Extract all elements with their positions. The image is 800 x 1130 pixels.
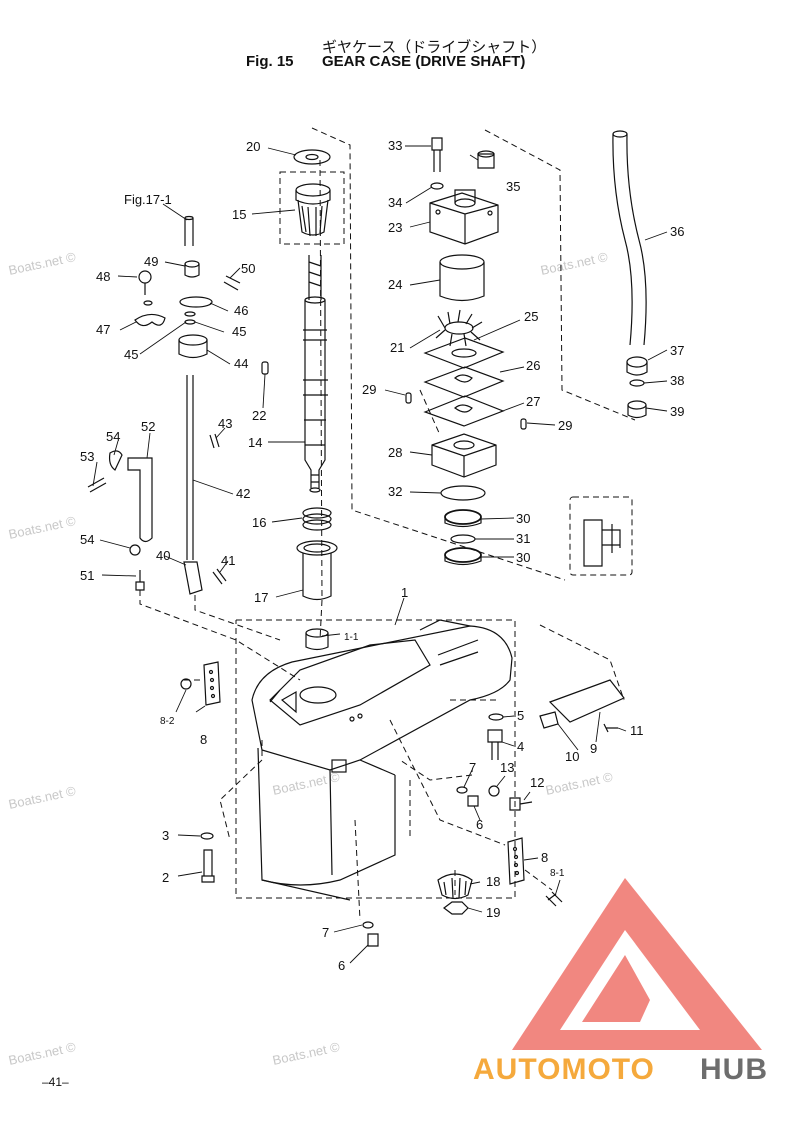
callout-44: 44: [234, 356, 248, 371]
gear-case-body: [251, 619, 513, 901]
callout-38: 38: [670, 373, 684, 388]
callout-27: 27: [526, 394, 540, 409]
callout-45: 45: [232, 324, 246, 339]
logo-text-hub: HUB: [700, 1053, 768, 1086]
logo-text-automoto: AUTOMOTO: [473, 1053, 655, 1086]
callout-11: 11: [630, 723, 644, 738]
callout-42: 42: [236, 486, 250, 501]
callout-32: 32: [388, 484, 402, 499]
callout-51: 51: [80, 568, 94, 583]
driveshaft-group: [261, 149, 338, 651]
callout-10: 10: [565, 749, 579, 764]
ref-1-1: 1-1: [344, 632, 359, 643]
callout-labels: 1 2 3 4 5 6 6 7 7 8 8 9 10 11 12 13 14 1…: [80, 138, 684, 973]
page-number: –41–: [42, 1075, 69, 1089]
callout-30: 30: [516, 511, 530, 526]
callout-4: 4: [517, 739, 524, 754]
ref-8-1: 8-1: [550, 868, 565, 879]
callout-54: 54: [80, 532, 94, 547]
callout-45: 45: [124, 347, 138, 362]
callout-26: 26: [526, 358, 540, 373]
callout-12: 12: [530, 775, 544, 790]
callout-3: 3: [162, 828, 169, 843]
callout-9: 9: [590, 741, 597, 756]
callout-46: 46: [234, 303, 248, 318]
water-pump-group: [405, 137, 527, 566]
callout-8: 8: [200, 732, 207, 747]
callout-48: 48: [96, 269, 110, 284]
callout-49: 49: [144, 254, 158, 269]
ref-fig-17-1: Fig.17-1: [124, 192, 172, 207]
dashed-guides: [139, 127, 636, 921]
title-english: GEAR CASE (DRIVE SHAFT): [322, 53, 526, 70]
callout-20: 20: [246, 139, 260, 154]
callout-16: 16: [252, 515, 266, 530]
callout-54: 54: [106, 429, 120, 444]
callout-36: 36: [670, 224, 684, 239]
shift-linkage-group: [87, 215, 241, 595]
bearing-inset: [583, 519, 621, 567]
callout-13: 13: [500, 760, 514, 775]
callout-14: 14: [248, 435, 262, 450]
callout-29: 29: [362, 382, 376, 397]
callout-2: 2: [162, 870, 169, 885]
figure-number: Fig. 15: [246, 53, 294, 70]
case-hardware: [180, 661, 625, 947]
callout-21: 21: [390, 340, 404, 355]
callout-24: 24: [388, 277, 402, 292]
callout-22: 22: [252, 408, 266, 423]
callout-41: 41: [221, 553, 235, 568]
leader-lines: [92, 145, 668, 964]
callout-52: 52: [141, 419, 155, 434]
callout-18: 18: [486, 874, 500, 889]
callout-30: 30: [516, 550, 530, 565]
callout-7: 7: [322, 925, 329, 940]
callout-23: 23: [388, 220, 402, 235]
callout-17: 17: [254, 590, 268, 605]
callout-8: 8: [541, 850, 548, 865]
callout-6: 6: [476, 817, 483, 832]
callout-37: 37: [670, 343, 684, 358]
callout-39: 39: [670, 404, 684, 419]
callout-19: 19: [486, 905, 500, 920]
reference-labels: Fig.17-1 1-1 8-1 8-2: [124, 192, 565, 879]
callout-31: 31: [516, 531, 530, 546]
callout-50: 50: [241, 261, 255, 276]
callout-5: 5: [517, 708, 524, 723]
callout-25: 25: [524, 309, 538, 324]
callout-28: 28: [388, 445, 402, 460]
callout-6: 6: [338, 958, 345, 973]
callout-53: 53: [80, 449, 94, 464]
automotohub-logo: AUTOMOTO HUB: [473, 878, 768, 1086]
callout-33: 33: [388, 138, 402, 153]
water-tube-group: [612, 130, 648, 419]
callout-40: 40: [156, 548, 170, 563]
callout-29: 29: [558, 418, 572, 433]
callout-35: 35: [506, 179, 520, 194]
callout-1: 1: [401, 585, 408, 600]
title-japanese: ギヤケース（ドライブシャフト）: [322, 38, 547, 56]
callout-34: 34: [388, 195, 402, 210]
callout-47: 47: [96, 322, 110, 337]
ref-8-2: 8-2: [160, 716, 175, 727]
callout-43: 43: [218, 416, 232, 431]
callout-15: 15: [232, 207, 246, 222]
callout-7: 7: [469, 760, 476, 775]
